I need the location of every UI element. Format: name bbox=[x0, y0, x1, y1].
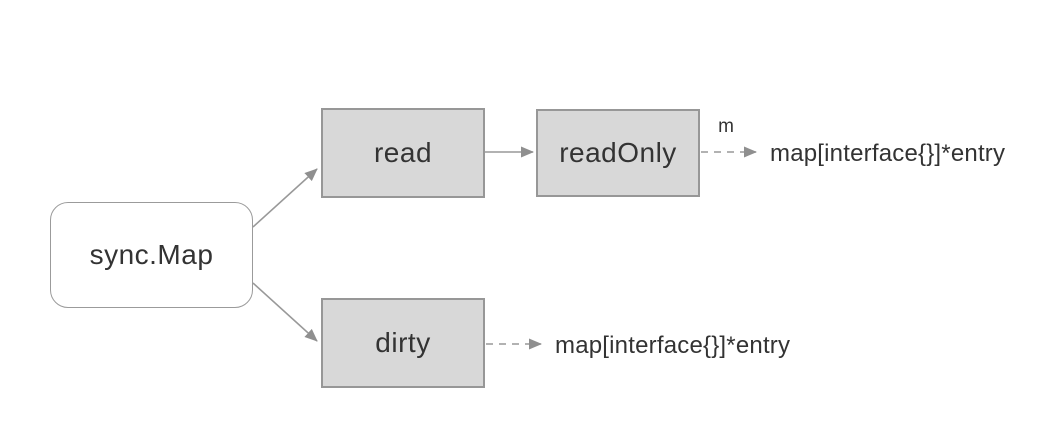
node-dirty-label: dirty bbox=[375, 327, 431, 358]
node-readonly-label: readOnly bbox=[559, 137, 677, 168]
node-sync-map-label: sync.Map bbox=[89, 239, 214, 270]
node-read: read bbox=[321, 108, 485, 198]
readonly-map-type-text: map[interface{}]*entry bbox=[770, 140, 1006, 167]
dirty-map-type-text: map[interface{}]*entry bbox=[555, 332, 791, 359]
edge-root-to-read bbox=[252, 168, 318, 228]
node-sync-map: sync.Map bbox=[50, 202, 253, 308]
node-readonly: readOnly bbox=[536, 109, 700, 197]
edge-label-m: m bbox=[718, 116, 734, 137]
edge-root-to-dirty bbox=[252, 282, 318, 342]
node-read-label: read bbox=[373, 137, 433, 168]
node-dirty: dirty bbox=[321, 298, 485, 388]
